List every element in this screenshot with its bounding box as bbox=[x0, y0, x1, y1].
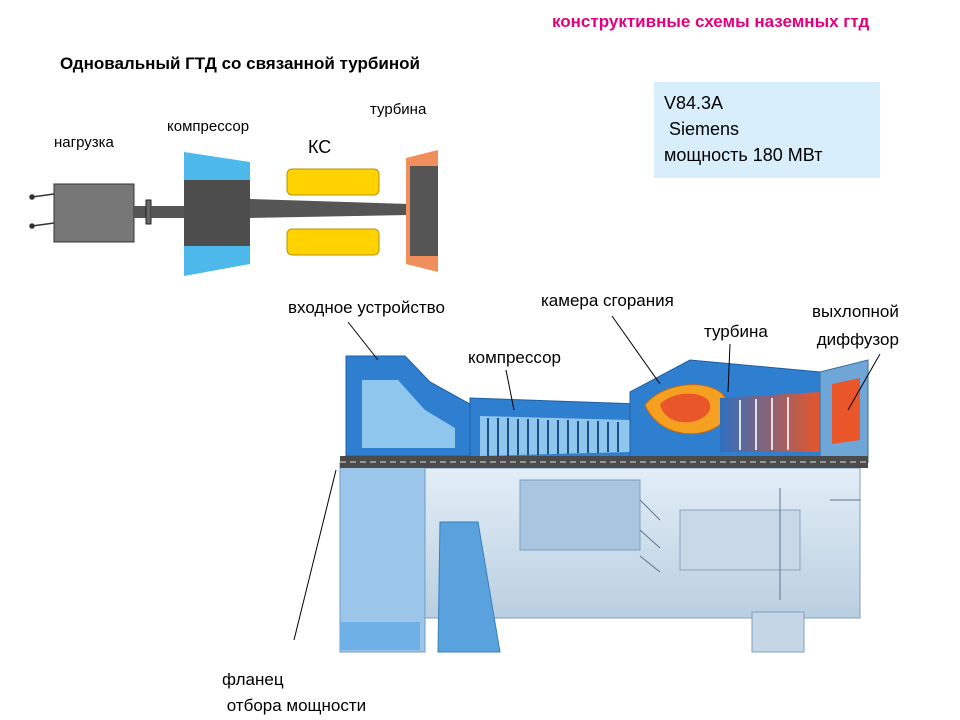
compressor-casing bbox=[469, 397, 641, 463]
schematic-title: Одновальный ГТД со связанной турбиной bbox=[60, 54, 420, 73]
leader-compressor bbox=[505, 369, 515, 411]
schematic-label-combustor: КС bbox=[308, 137, 332, 157]
main-shaft bbox=[250, 199, 410, 218]
cutaway-label-compressor: компрессор bbox=[468, 348, 561, 367]
engine-manufacturer: Siemens bbox=[664, 119, 740, 139]
cutaway-label-exhaust-1: выхлопной bbox=[812, 302, 899, 321]
cutaway-label-flange-1: фланец bbox=[222, 670, 284, 689]
cutaway-label-exhaust-2: диффузор bbox=[812, 330, 899, 349]
leader-combustion bbox=[611, 315, 661, 385]
front-shaft bbox=[151, 206, 186, 218]
combustor-upper bbox=[286, 168, 380, 196]
inlet-casing bbox=[345, 355, 471, 457]
leader-lines bbox=[293, 315, 881, 641]
leader-exhaust bbox=[847, 353, 881, 411]
exhaust-diffuser bbox=[819, 359, 869, 463]
slide-header-title: конструктивные схемы наземных гтд bbox=[552, 12, 870, 31]
load-shaft bbox=[134, 206, 148, 218]
cutaway-label-combustion-chamber: камера сгорания bbox=[541, 291, 674, 310]
schematic-label-turbine: турбина bbox=[370, 101, 427, 118]
cutaway-label-inlet: входное устройство bbox=[288, 298, 445, 317]
combustor-lower bbox=[286, 228, 380, 256]
engine-model: V84.3A bbox=[664, 93, 724, 113]
engine-info-box: V84.3A Siemens мощность 180 МВт bbox=[654, 82, 880, 178]
leader-inlet bbox=[347, 321, 379, 361]
load-block bbox=[53, 183, 135, 243]
cutaway-label-flange-2: отбора мощности bbox=[222, 696, 367, 715]
load-terminals bbox=[29, 193, 55, 229]
leader-flange bbox=[293, 469, 337, 641]
cutaway-label-turbine: турбина bbox=[704, 322, 768, 341]
schematic-label-compressor: компрессор bbox=[167, 118, 250, 135]
schematic-label-load: нагрузка bbox=[54, 134, 114, 151]
engine-frame bbox=[339, 461, 861, 653]
leader-turbine bbox=[727, 343, 731, 393]
compressor-core bbox=[184, 180, 250, 246]
engine-power: мощность 180 МВт bbox=[664, 145, 823, 165]
combustion-turbine-section bbox=[629, 359, 821, 463]
turbine-core bbox=[410, 166, 438, 256]
